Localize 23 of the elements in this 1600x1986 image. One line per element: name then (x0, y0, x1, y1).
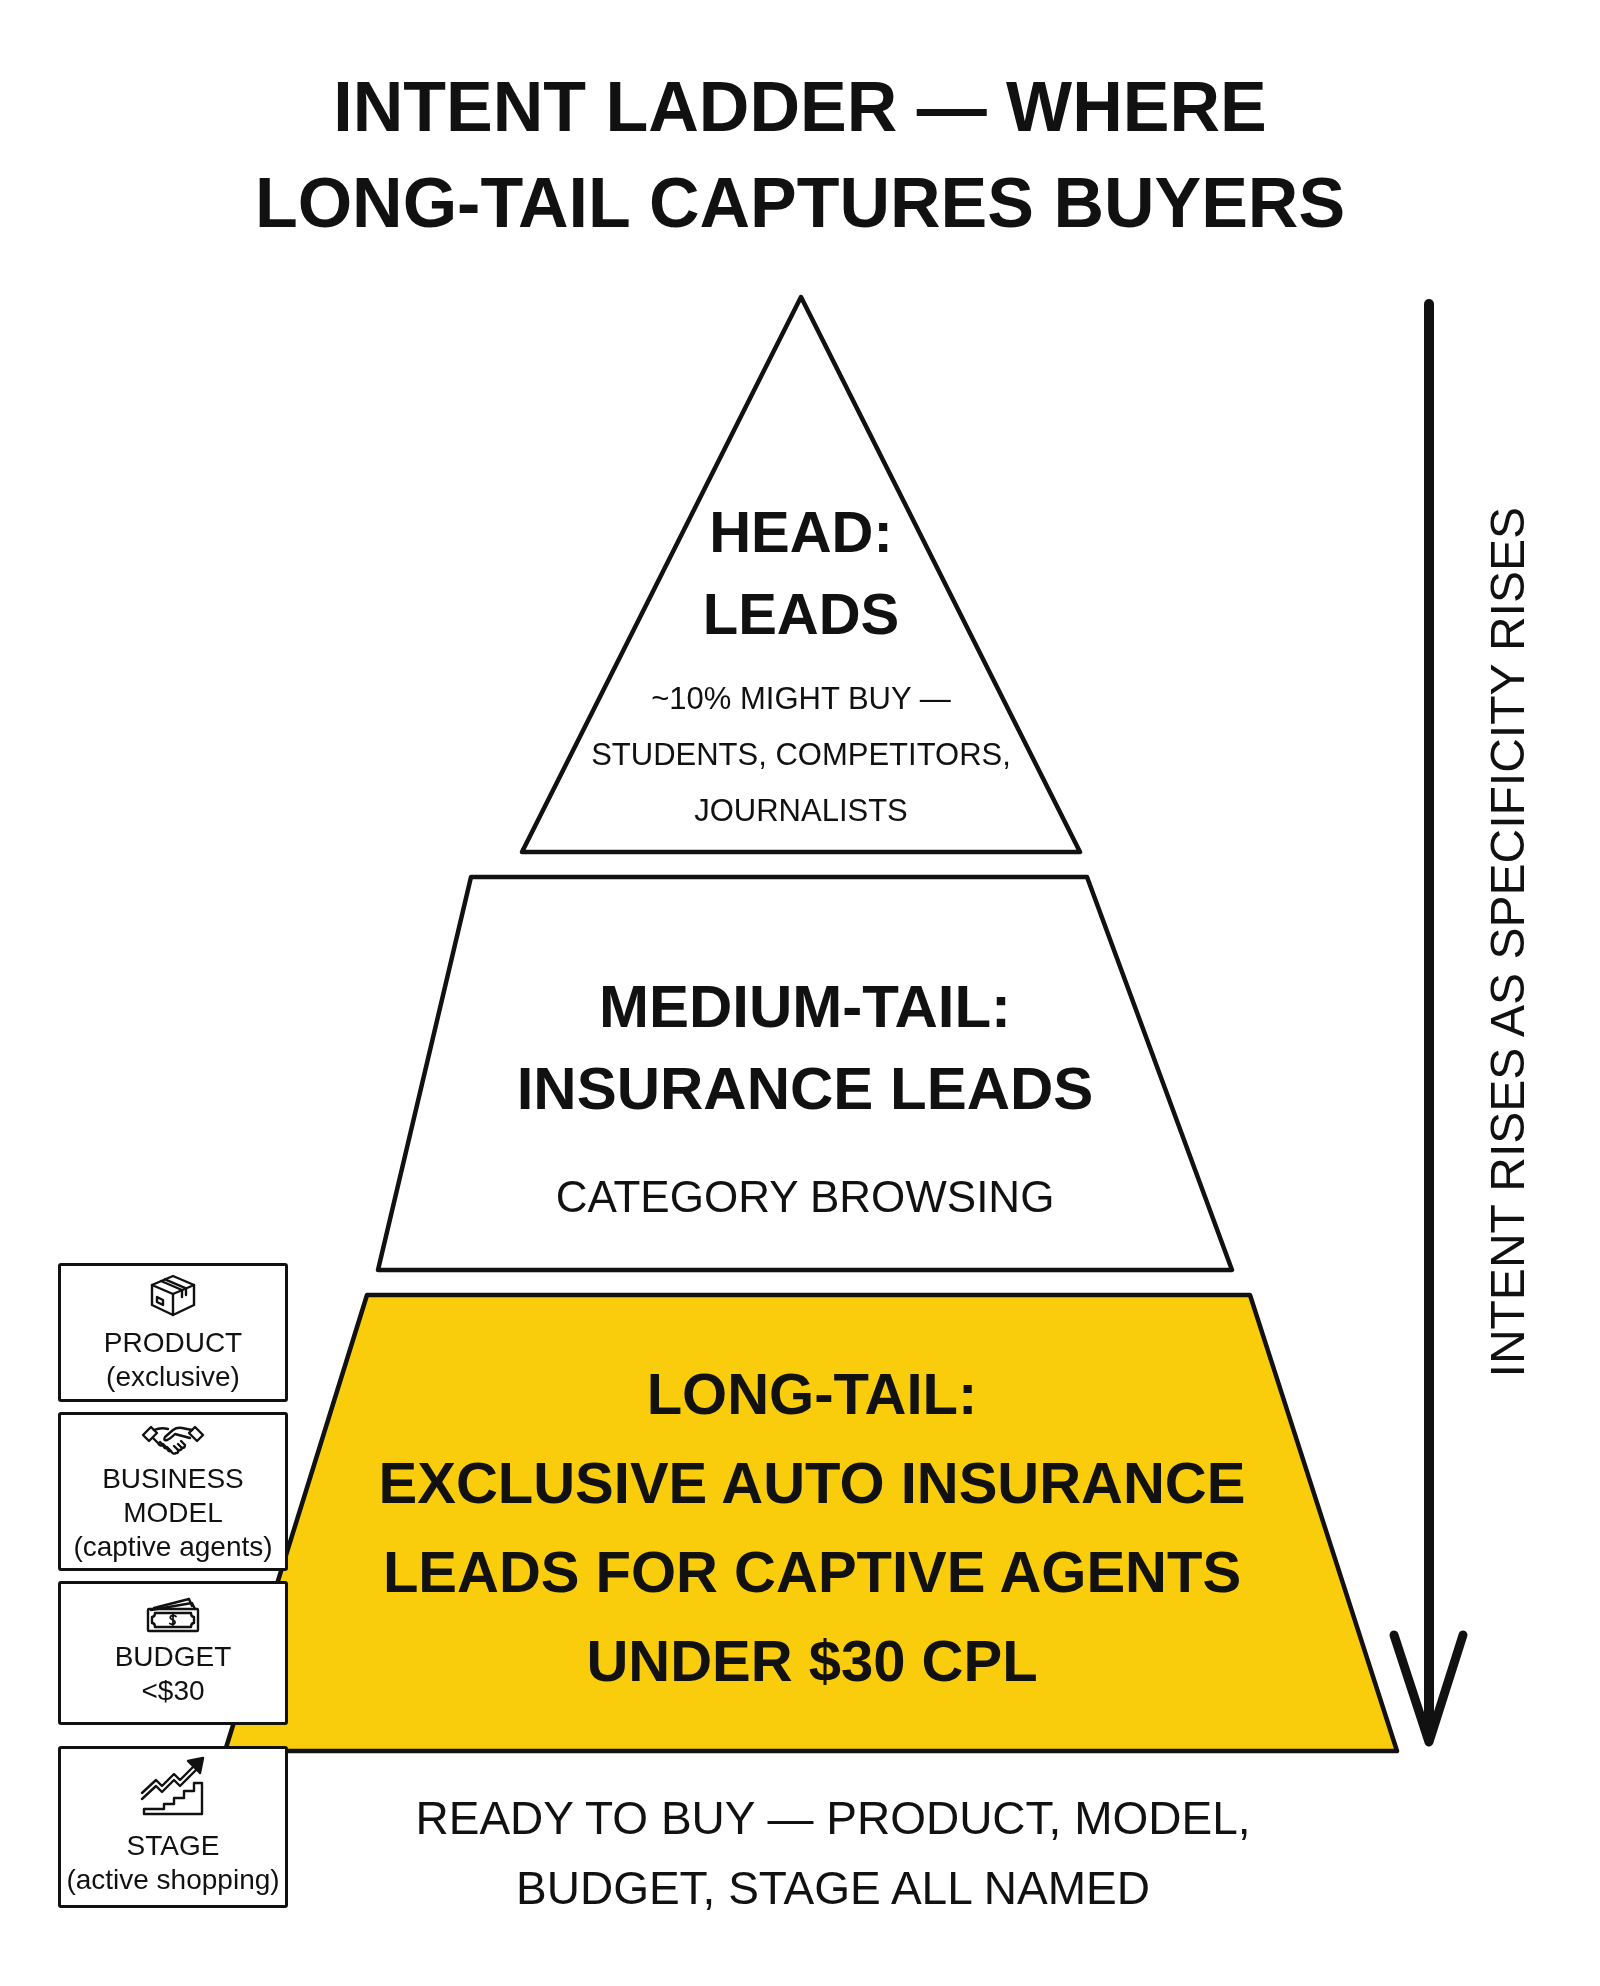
criteria-card (58, 1581, 288, 1725)
criteria-card (58, 1263, 288, 1402)
card-title: PRODUCT (103, 1326, 243, 1360)
tier-description: ~10% MIGHT BUY — STUDENTS, COMPETITORS, JOURNALISTS (590, 680, 1012, 830)
tier-heading: HEAD: LEADS (701, 498, 901, 648)
tier-caption: READY TO BUY — PRODUCT, MODEL, BUDGET, STAGE ALL NAMED (414, 1791, 1252, 1916)
tier-heading: MEDIUM-TAIL: INSURANCE LEADS (515, 972, 1095, 1124)
tier-description: EXCLUSIVE AUTO INSURANCE LEADS FOR CAPTIVE AGENTS UNDER $30 CPL (377, 1449, 1247, 1695)
card-detail: (exclusive) (106, 1360, 240, 1394)
card-detail: <$30 (141, 1674, 205, 1708)
card-title: BUDGET (114, 1640, 232, 1674)
pyramid-middle-tier (375, 874, 1235, 1273)
diagram-title: INTENT LADDER — WHERE LONG-TAIL CAPTURES BUYERS (253, 67, 1347, 244)
tier-heading: LONG-TAIL: (645, 1360, 979, 1428)
criteria-card (58, 1746, 288, 1908)
criteria-card (58, 1412, 288, 1571)
direction-label: INTENT RISES AS SPECIFICITY RISES (1480, 507, 1535, 1378)
card-title: STAGE (126, 1829, 220, 1863)
card-detail: (active shopping) (66, 1863, 280, 1897)
card-title: BUSINESS MODEL (101, 1462, 245, 1530)
pyramid-top-tier (519, 294, 1083, 855)
tier-description: CATEGORY BROWSING (554, 1171, 1056, 1223)
card-detail: (captive agents) (73, 1530, 273, 1564)
